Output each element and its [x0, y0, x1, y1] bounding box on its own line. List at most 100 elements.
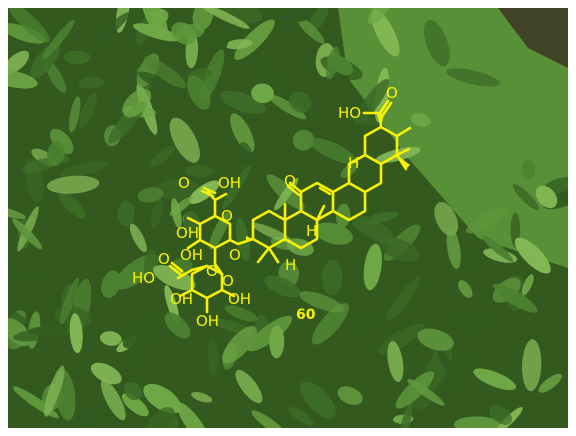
leaf: [434, 201, 459, 236]
leaf: [8, 50, 30, 75]
wedge-c3: [246, 236, 253, 242]
leaf: [42, 19, 75, 59]
leaf: [58, 191, 86, 219]
leaf: [288, 407, 314, 426]
leaf: [395, 371, 435, 409]
label-ketone-o: O: [284, 172, 296, 190]
leaf: [99, 331, 122, 346]
leaf: [169, 196, 193, 216]
leaf: [522, 339, 542, 392]
leaf: [164, 285, 180, 323]
leaf: [224, 305, 258, 322]
leaf: [386, 277, 421, 322]
leaf: [314, 222, 353, 245]
leaf: [411, 113, 431, 127]
wedge-acid: [377, 114, 384, 127]
leaf: [146, 407, 176, 428]
leaf: [311, 303, 349, 345]
leaf: [251, 410, 288, 428]
leaf: [8, 23, 46, 44]
leaf: [149, 145, 176, 167]
label-h-upper: H: [348, 154, 359, 172]
leaf: [8, 8, 50, 43]
leaf: [292, 129, 315, 151]
leaf: [514, 237, 551, 274]
leaf: [60, 161, 109, 177]
leaf: [167, 417, 179, 428]
leaf: [143, 248, 159, 285]
leaf: [90, 12, 130, 48]
leaf: [64, 50, 91, 65]
leaf: [446, 228, 461, 269]
leaf: [465, 206, 510, 234]
label-sugar2-cooh-o: O: [158, 250, 170, 268]
label-sugar1-oh-b: OH: [180, 246, 203, 264]
label-sugar2-oh-a: OH: [170, 290, 193, 308]
leaf: [124, 381, 142, 401]
leaf: [122, 88, 152, 118]
leaf: [129, 223, 147, 253]
leaf: [171, 22, 196, 45]
label-sugar2-oh-b: OH: [228, 290, 251, 308]
leaf: [473, 368, 517, 391]
leaf: [47, 140, 65, 167]
label-glycosidic-o: O: [229, 246, 241, 264]
leaf: [535, 185, 558, 209]
leaf: [288, 91, 312, 113]
leaf: [164, 312, 191, 339]
leaf: [101, 270, 121, 299]
leaf: [296, 16, 325, 44]
label-sugar2-ring-o: O: [222, 272, 234, 290]
leaf: [268, 94, 307, 120]
leaf: [156, 178, 201, 201]
leaf: [153, 264, 196, 291]
leaf: [371, 9, 400, 57]
leaf: [417, 328, 454, 351]
leaf: [353, 309, 376, 333]
leaf: [186, 75, 211, 110]
label-sugar1-cooh-o: O: [178, 174, 190, 192]
leaf: [464, 250, 483, 271]
label-sugar2-cooh-ho: HO: [132, 269, 155, 287]
leaf: [12, 218, 43, 250]
compound-number: 60: [296, 307, 316, 323]
leaf: [363, 243, 382, 291]
leaf: [16, 270, 41, 282]
leaf: [68, 96, 81, 133]
leaf: [300, 381, 336, 419]
leaf: [437, 347, 463, 391]
label-sugar1-oh-a: OH: [176, 224, 199, 242]
leaf: [234, 19, 275, 60]
leaf: [299, 291, 345, 313]
leaf: [321, 259, 343, 296]
leaf: [326, 46, 340, 80]
leaf: [44, 60, 67, 93]
leaf: [399, 403, 413, 428]
leaf: [184, 164, 214, 178]
leaf: [387, 341, 404, 382]
leaf: [453, 313, 499, 331]
leaf: [481, 235, 514, 262]
leaf: [199, 8, 250, 29]
leaf: [78, 406, 101, 427]
leaf: [122, 316, 159, 349]
leaf: [222, 325, 257, 364]
leaf: [512, 183, 539, 211]
leaf: [264, 275, 300, 298]
leaf: [465, 349, 481, 375]
leaf: [446, 68, 501, 87]
leaf: [100, 379, 126, 421]
leaf: [8, 206, 26, 219]
leaf: [176, 402, 211, 428]
leaf: [458, 280, 473, 298]
leaf: [46, 175, 100, 194]
leaf: [191, 391, 213, 403]
leaf: [132, 343, 142, 370]
leaf: [521, 159, 536, 180]
leaf: [169, 117, 200, 163]
leaf: [237, 142, 253, 166]
leaf: [230, 113, 255, 153]
leaf: [50, 128, 74, 155]
label-sugar1-ring-o: O: [221, 207, 233, 225]
leaf: [538, 373, 562, 393]
